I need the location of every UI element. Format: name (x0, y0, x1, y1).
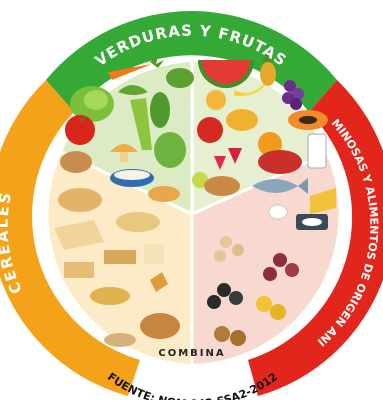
lettuce-inner-icon (84, 90, 108, 110)
bread-roll-icon (58, 188, 102, 212)
grape-4-icon (290, 98, 302, 110)
beans-icon (273, 253, 287, 267)
peanuts-2-icon (230, 330, 246, 346)
oats-icon (104, 333, 136, 347)
black-beans-2-icon (229, 291, 243, 305)
cereal-box-icon (144, 244, 164, 264)
pumpkin-icon (166, 68, 194, 88)
tortilla-icon (116, 212, 160, 232)
lentils-2-icon (270, 304, 286, 320)
bun-icon (140, 313, 180, 339)
corn-icon (90, 287, 130, 305)
black-beans-3-icon (207, 295, 221, 309)
center-label: COMBINA (158, 348, 225, 359)
orange-slice-icon (206, 90, 226, 110)
soup-bowl-icon (148, 186, 180, 202)
egg-icon (269, 205, 287, 219)
peanuts-icon (214, 326, 230, 342)
chickpea-3-icon (214, 250, 226, 262)
veg-leaf-icon (150, 92, 170, 128)
fish-label-icon (302, 218, 322, 226)
chickpea-2-icon (232, 244, 244, 256)
lentils-icon (256, 296, 272, 312)
apple-icon (197, 117, 223, 143)
potato-icon (60, 151, 92, 173)
rice-icon (114, 170, 150, 180)
mango-icon (226, 109, 258, 131)
crackers-2-icon (64, 262, 94, 278)
chickpea-icon (220, 236, 232, 248)
crackers-icon (104, 250, 136, 264)
mushroom-stem-icon (120, 152, 128, 162)
beans-2-icon (285, 263, 299, 277)
meat-icon (258, 150, 302, 174)
milk-icon (308, 134, 326, 168)
black-beans-icon (217, 283, 231, 297)
papaya-seeds-icon (299, 116, 317, 124)
chayote-icon (154, 132, 186, 168)
tomato-icon (65, 115, 95, 145)
chicken-icon (204, 176, 240, 196)
beans-3-icon (263, 267, 277, 281)
